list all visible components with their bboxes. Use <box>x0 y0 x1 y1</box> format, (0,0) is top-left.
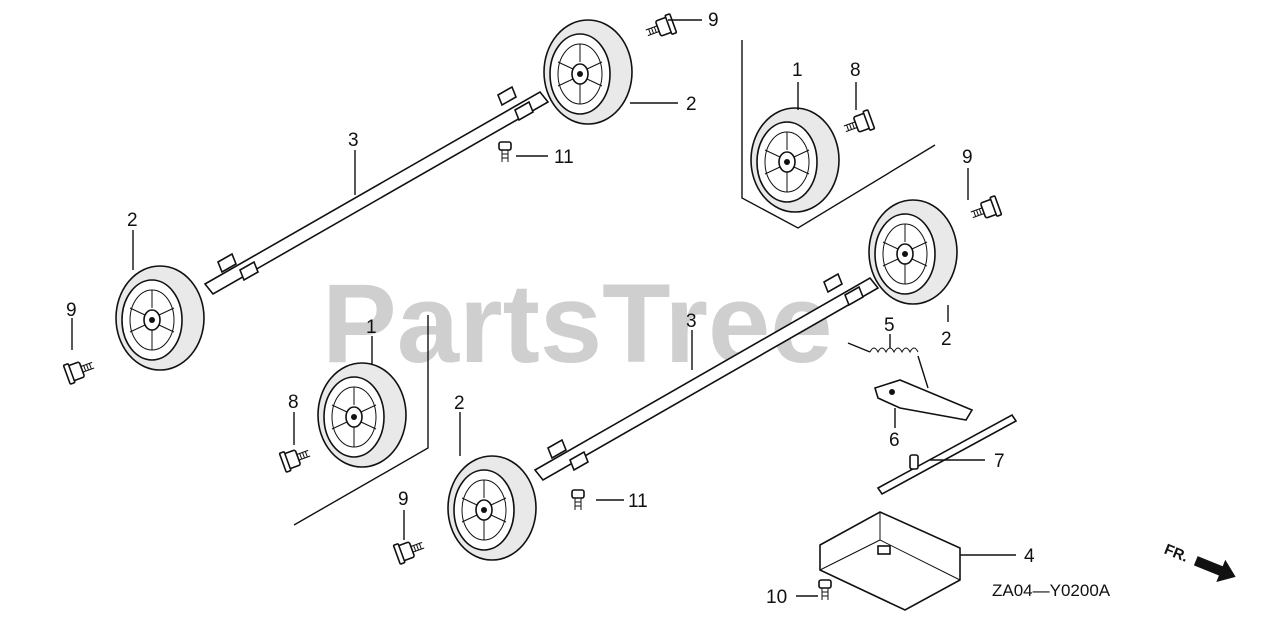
callout-2-rear-right: 2 <box>941 329 952 350</box>
wheel-bolt-rear-left <box>392 535 428 565</box>
callout-9-rear-left: 9 <box>398 489 409 510</box>
callout-10: 10 <box>766 587 787 608</box>
callout-3-rear: 3 <box>686 311 697 332</box>
wheel-bolt-front-right <box>642 13 678 43</box>
wheel-bolt-rear-right <box>967 195 1003 225</box>
callout-5: 5 <box>884 315 895 336</box>
mounting-bracket <box>819 511 961 611</box>
callout-6: 6 <box>889 430 900 451</box>
rear-axle <box>533 272 880 482</box>
front-wheel-right <box>543 19 633 125</box>
arrow-right-down-icon <box>1193 556 1236 583</box>
callout-3-front: 3 <box>348 130 359 151</box>
front-wheel-left <box>115 265 205 371</box>
spare-wheel-top <box>750 107 840 213</box>
group-bracket-line-bottom <box>293 315 429 526</box>
leader-lines <box>71 19 1016 597</box>
rear-wheel-left <box>447 455 537 561</box>
front-axle <box>203 85 550 296</box>
spare-bolt-top <box>840 109 876 139</box>
bracket-screw <box>818 579 832 601</box>
callout-1-bottom: 1 <box>366 317 377 338</box>
callout-4: 4 <box>1024 546 1035 567</box>
group-bracket-line-top <box>741 40 936 229</box>
spare-bolt-bottom <box>278 443 314 473</box>
axle-screw-front <box>498 141 512 163</box>
callout-9-front-right: 9 <box>708 10 719 31</box>
drawing-code: ZA04—Y0200A <box>992 581 1111 600</box>
callout-2-front-left: 2 <box>127 210 138 231</box>
wheel-bolt-front-left <box>62 355 98 385</box>
spare-wheel-bottom <box>317 362 407 468</box>
callout-2-rear-left: 2 <box>454 393 465 414</box>
adjuster-lever <box>874 379 974 421</box>
callout-2-front-right: 2 <box>686 94 697 115</box>
front-direction-indicator: FR. <box>1162 541 1236 583</box>
callout-7: 7 <box>994 451 1005 472</box>
callout-1-top: 1 <box>792 60 803 81</box>
watermark-text: PartsTree <box>322 261 833 386</box>
callout-11-rear: 11 <box>628 491 648 512</box>
axle-screw-rear <box>571 489 585 511</box>
callout-8-bottom: 8 <box>288 392 299 413</box>
callout-8-top: 8 <box>850 60 861 81</box>
adjuster-rod <box>876 413 1018 496</box>
callout-11-front: 11 <box>554 147 574 168</box>
rear-wheel-right <box>868 199 958 305</box>
front-label: FR. <box>1162 541 1191 566</box>
callout-9-front-left: 9 <box>66 300 77 321</box>
callout-9-rear-right: 9 <box>962 147 973 168</box>
spring <box>847 342 929 389</box>
